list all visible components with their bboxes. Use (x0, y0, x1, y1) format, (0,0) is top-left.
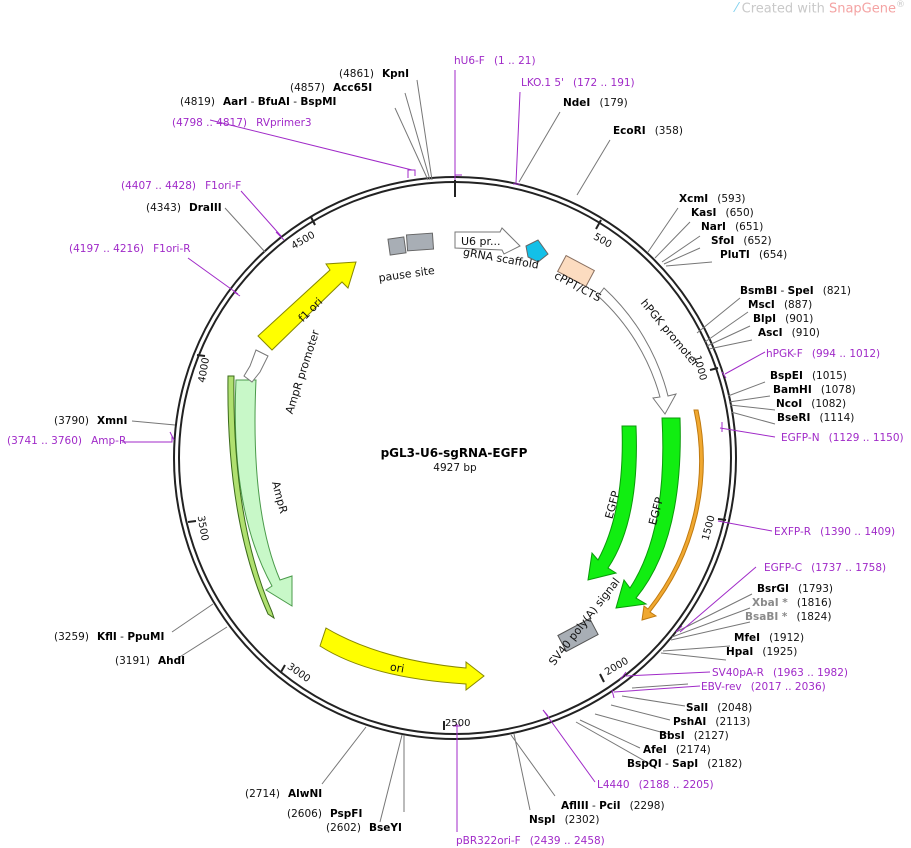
site-kfli-ppumi: (3259) KflI - PpuMI (54, 625, 164, 644)
position-ticks (187, 180, 727, 730)
primer-egfp-n: EGFP-N (1129 .. 1150) (781, 426, 904, 445)
tick-label-4000: 4000 (197, 357, 212, 384)
site-bbsi: BbsI (2127) (659, 724, 729, 743)
tick-label-2500: 2500 (445, 718, 470, 729)
primer-exfp-r: EXFP-R (1390 .. 1409) (774, 520, 895, 539)
feature-label-pause-site: pause site (378, 264, 436, 285)
site-bsmbi-spei: BsmBI - SpeI (821) (740, 279, 851, 298)
feature-label-u6-promoter: U6 pr... (461, 235, 501, 248)
site-pluti: PluTI (654) (720, 243, 787, 262)
primer-f1ori-r: (4197 .. 4216) F1ori-R (69, 237, 191, 256)
primer-lko1-5: LKO.1 5' (172 .. 191) (521, 71, 635, 90)
features (227, 227, 704, 692)
site-msci: MscI (887) (748, 293, 812, 312)
site-bsabi: BsaBI * (1824) (745, 605, 831, 624)
site-asci: AscI (910) (758, 321, 820, 340)
site-blpi: BlpI (901) (753, 307, 813, 326)
pause-site-marker-1 (387, 236, 407, 256)
primer-rvprimer3: (4798 .. 4817) RVprimer3 (172, 111, 312, 130)
cppt-cts-block (556, 254, 596, 288)
u6-promoter-arrow (454, 227, 521, 255)
hpgk-promoter-arrow (597, 287, 677, 415)
tick-label-3000: 3000 (285, 661, 312, 685)
grna-scaffold-arrow (525, 239, 549, 263)
site-sfoi: SfoI (652) (711, 229, 772, 248)
site-bamhi: BamHI (1078) (773, 378, 856, 397)
feature-label-ampr: AmpR (269, 480, 290, 515)
tick-label-1500: 1500 (701, 514, 718, 541)
plasmid-name: pGL3-U6-sgRNA-EGFP (381, 446, 528, 460)
feature-label-sv40-polya: SV40 poly(A) signal (546, 575, 622, 668)
site-hpai: HpaI (1925) (726, 640, 797, 659)
site-afei: AfeI (2174) (643, 738, 711, 757)
primer-amp-r: (3741 .. 3760) Amp-R (7, 429, 126, 448)
primer-pbr322ori-f: pBR322ori-F (2439 .. 2458) (456, 829, 605, 848)
site-draiii: (4343) DraIII (146, 196, 222, 215)
pause-site-marker-2 (405, 232, 435, 252)
primer-hu6-f: hU6-F (1 .. 21) (454, 49, 536, 68)
tick-label-500: 500 (591, 232, 613, 251)
site-nspi: NspI (2302) (529, 808, 599, 827)
site-afliii-pcii: AflIII - PciI (2298) (561, 794, 665, 813)
site-xmni: (3790) XmnI (54, 409, 127, 428)
feature-label-ori: ori (389, 660, 405, 675)
primer-f1ori-f: (4407 .. 4428) F1ori-F (121, 174, 241, 193)
site-nari: NarI (651) (701, 215, 763, 234)
site-bspei: BspEI (1015) (770, 364, 847, 383)
site-xbai: XbaI * (1816) (752, 591, 832, 610)
site-ecori: EcoRI (358) (613, 119, 683, 138)
site-bseyi: (2602) BseYI (326, 816, 402, 835)
primer-markers (122, 70, 776, 832)
snapgene-logo-icon: ⁄ (735, 1, 738, 17)
ampr-arrow (234, 379, 293, 607)
site-ndei: NdeI (179) (563, 91, 628, 110)
site-leader-lines (131, 79, 776, 823)
sv40-polya-block (557, 617, 599, 653)
site-bspqi-sapi: BspQI - SapI (2182) (627, 752, 742, 771)
ampr-promoter-arrow (243, 349, 269, 383)
site-kasi: KasI (650) (691, 201, 754, 220)
egfp-arrow-1 (587, 425, 637, 581)
site-pshai: PshAI (2113) (673, 710, 750, 729)
site-kpni: (4861) KpnI (339, 62, 409, 81)
feature-label-ampr-promoter: AmpR promoter (283, 328, 323, 416)
primer-egfp-c: EGFP-C (1737 .. 1758) (764, 556, 886, 575)
egfp-arrow-2 (615, 417, 681, 609)
site-xcmi: XcmI (593) (679, 187, 746, 206)
site-aari-bfuai-bspmi: (4819) AarI - BfuAI - BspMI (180, 90, 336, 109)
site-bsrgi: BsrGI (1793) (757, 577, 833, 596)
snapgene-watermark: ⁄Created with SnapGene® (735, 0, 906, 17)
site-acc65i: (4857) Acc65I (290, 76, 372, 95)
site-alwni: (2714) AlwNI (245, 782, 322, 801)
site-sali: SalI (2048) (686, 696, 752, 715)
ampr-dark-arc (227, 375, 275, 620)
primer-ebv-rev: EBV-rev (2017 .. 2036) (701, 675, 826, 694)
primer-sv40pa-r: SV40pA-R (1963 .. 1982) (712, 661, 848, 680)
site-bseri: BseRI (1114) (777, 406, 854, 425)
plasmid-length: 4927 bp (433, 462, 477, 474)
site-pspfi: (2606) PspFI (287, 802, 362, 821)
egfp-orange-arc (641, 409, 704, 621)
primer-hpgk-f: hPGK-F (994 .. 1012) (766, 342, 880, 361)
ori-arrow (319, 627, 485, 692)
tick-label-3500: 3500 (195, 515, 210, 542)
site-mfei: MfeI (1912) (734, 626, 804, 645)
site-ahdi: (3191) AhdI (115, 649, 185, 668)
primer-l4440: L4440 (2188 .. 2205) (597, 773, 714, 792)
site-ncoi: NcoI (1082) (776, 392, 846, 411)
f1-ori-arrow (257, 261, 357, 351)
